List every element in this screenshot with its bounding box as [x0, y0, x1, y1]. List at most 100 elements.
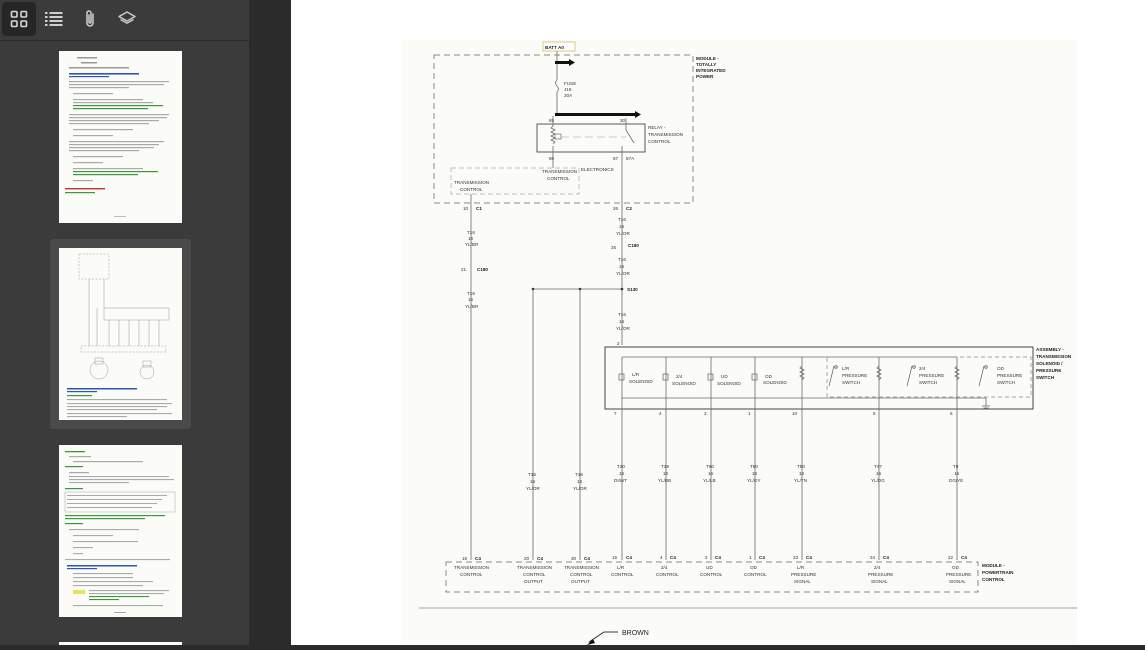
right-wire1-line3: YL/OR — [616, 231, 630, 236]
svg-text:C4: C4 — [715, 555, 721, 560]
page-thumbnail-3[interactable] — [59, 445, 182, 617]
switch-3: OD PRESSURE SWITCH — [997, 366, 1022, 385]
left-wire1-line1: T16 — [467, 230, 475, 235]
svg-text:PRESSURE: PRESSURE — [868, 572, 893, 577]
svg-text:30: 30 — [571, 556, 577, 561]
svg-text:T50: T50 — [797, 464, 805, 469]
left-wire2-line2: 16 — [468, 297, 474, 302]
svg-text:SWITCH: SWITCH — [997, 380, 1015, 385]
outline-view-button[interactable] — [37, 2, 71, 36]
right-wire2-line2: 16 — [619, 264, 625, 269]
svg-text:T60: T60 — [750, 464, 758, 469]
left-pin-top: 10 — [463, 206, 469, 211]
svg-text:22: 22 — [948, 555, 954, 560]
list-icon — [45, 12, 63, 26]
svg-text:YL/GY: YL/GY — [747, 478, 761, 483]
svg-text:23: 23 — [793, 555, 799, 560]
svg-text:OD: OD — [952, 565, 960, 570]
svg-text:TRANSMISSION: TRANSMISSION — [517, 565, 552, 570]
svg-text:1: 1 — [748, 411, 751, 416]
tipm-label-2: TOTALLY — [696, 62, 716, 67]
assembly-label-3: SOLENOID / — [1036, 361, 1063, 366]
svg-text:7: 7 — [614, 411, 617, 416]
sidebar-toolbar — [0, 0, 250, 41]
wiring-diagram: BATT A0 MODULE - TOTALLY INTEGRATED POWE… — [401, 40, 1077, 645]
svg-text:CONTROL: CONTROL — [744, 572, 767, 577]
left-wire1-line2: 16 — [468, 236, 474, 241]
assembly-label-5: SWITCH — [1036, 375, 1055, 380]
svg-text:16: 16 — [530, 479, 536, 484]
right-wire1-line2: 16 — [619, 224, 625, 229]
fuse-label-1: FUSE — [564, 81, 576, 86]
right-wire2-line1: T16 — [618, 257, 626, 262]
switch-1: L/R PRESSURE SWITCH — [842, 366, 867, 385]
svg-text:SIGNAL: SIGNAL — [949, 579, 966, 584]
svg-text:18: 18 — [462, 556, 468, 561]
svg-text:20: 20 — [524, 556, 530, 561]
left-wire1-line3: YL/BR — [465, 242, 479, 247]
assembly-top-pin: 2 — [617, 341, 620, 346]
page-thumbnail-1[interactable] — [59, 51, 182, 223]
relay-pin-87: 87 — [613, 156, 619, 161]
svg-text:TRANSMISSION: TRANSMISSION — [564, 565, 599, 570]
svg-text:16: 16 — [577, 479, 583, 484]
svg-text:T16: T16 — [575, 472, 583, 477]
relay-label-3: CONTROL — [648, 139, 671, 144]
svg-text:16: 16 — [663, 471, 669, 476]
right-wire2-line3: YL/OR — [616, 271, 630, 276]
svg-text:24: 24 — [870, 555, 876, 560]
svg-text:SOLENOID: SOLENOID — [672, 381, 696, 386]
svg-text:C4: C4 — [806, 555, 812, 560]
relay-label-2: TRANSMISSION — [648, 132, 683, 137]
assembly-label-1: ASSEMBLY - — [1036, 347, 1064, 352]
svg-text:SWITCH: SWITCH — [919, 380, 937, 385]
svg-text:T9: T9 — [953, 464, 959, 469]
thumbnail-sidebar — [0, 0, 250, 645]
svg-text:SOLENOID: SOLENOID — [717, 381, 741, 386]
svg-text:CONTROL: CONTROL — [611, 572, 634, 577]
svg-text:OUTPUT: OUTPUT — [524, 579, 543, 584]
svg-text:15: 15 — [612, 555, 618, 560]
solenoid-4: OD SOLENOID — [751, 373, 787, 385]
svg-text:T19: T19 — [661, 464, 669, 469]
fuse-label-2: J19 — [564, 87, 572, 92]
assembly-pins: 7 4 2 1 10 5 6 — [614, 411, 953, 416]
svg-text:2/4: 2/4 — [874, 565, 881, 570]
svg-text:CONTROL: CONTROL — [523, 572, 546, 577]
svg-text:OD: OD — [765, 374, 773, 379]
svg-text:C4: C4 — [961, 555, 967, 560]
page-thumbnail-2[interactable] — [59, 248, 182, 420]
svg-text:16: 16 — [954, 471, 960, 476]
tipm-label-3: INTEGRATED — [696, 68, 726, 73]
svg-text:SIGNAL: SIGNAL — [794, 579, 811, 584]
svg-text:C4: C4 — [759, 555, 765, 560]
svg-text:PRESSURE: PRESSURE — [997, 373, 1022, 378]
fuse-label-3: 20A — [564, 93, 573, 98]
page-thumbnail-content — [64, 451, 176, 613]
svg-text:C4: C4 — [670, 555, 676, 560]
svg-text:SOLENOID: SOLENOID — [629, 379, 653, 384]
document-page: BATT A0 MODULE - TOTALLY INTEGRATED POWE… — [291, 0, 1145, 645]
brown-label: BROWN — [622, 630, 649, 637]
thumbnails-view-button[interactable] — [2, 2, 36, 36]
svg-text:YL/BB: YL/BB — [658, 478, 671, 483]
layers-view-button[interactable] — [110, 2, 144, 36]
grid-icon — [10, 10, 28, 28]
svg-text:CONTROL: CONTROL — [700, 572, 723, 577]
svg-text:YL/TN: YL/TN — [794, 478, 807, 483]
svg-text:PRESSURE: PRESSURE — [791, 572, 816, 577]
layers-icon — [118, 11, 136, 24]
page-thumbnail-content — [67, 253, 172, 418]
svg-text:CONTROL: CONTROL — [460, 572, 483, 577]
sidebar-divider — [249, 0, 291, 645]
page-thumbnail-4[interactable] — [59, 642, 182, 645]
svg-text:L/R: L/R — [797, 565, 805, 570]
solenoid-1: L/R SOLENOID — [618, 372, 653, 384]
relay-label-1: RELAY - — [648, 125, 666, 130]
tipm-label-4: POWER — [696, 74, 714, 79]
right-splice: C180 — [628, 243, 639, 248]
assembly-label-2: TRANSMISSION — [1036, 354, 1072, 359]
svg-text:PRESSURE: PRESSURE — [842, 373, 867, 378]
attachments-view-button[interactable] — [73, 2, 107, 36]
svg-text:L/R: L/R — [632, 372, 640, 377]
